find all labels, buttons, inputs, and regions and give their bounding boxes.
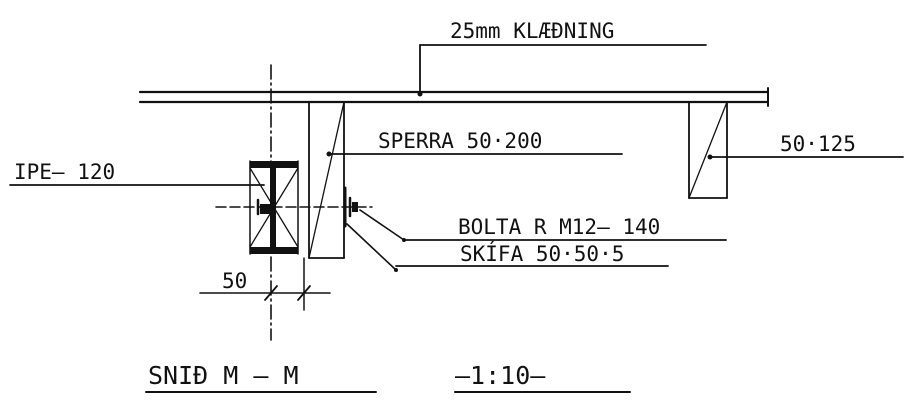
cladding-callout: 25mm KLÆÐNING — [417, 19, 707, 97]
small-member-callout: 50·125 — [707, 132, 904, 160]
ipe-callout: IPE– 120 — [9, 160, 265, 186]
dimension-label: 50 — [222, 269, 247, 293]
ipe-label: IPE– 120 — [14, 160, 115, 184]
cladding-board — [138, 87, 770, 107]
rafter-callout: SPERRA 50·200 — [326, 129, 623, 157]
bolt-label: BOLTA R M12– 140 — [458, 215, 660, 239]
bolt — [215, 196, 373, 218]
small-member-label: 50·125 — [780, 132, 856, 156]
rafter-section — [308, 101, 345, 259]
cladding-label: 25mm KLÆÐNING — [450, 19, 614, 43]
washer-callout: SKÍFA 50·50·5 — [346, 223, 669, 272]
rafter-label: SPERRA 50·200 — [378, 129, 542, 153]
section-title-block: SNIÐ M – M —1:10— — [145, 361, 631, 393]
dimension-50: 50 — [199, 257, 331, 311]
bolt-callout: BOLTA R M12– 140 — [359, 209, 727, 242]
section-title: SNIÐ M – M — [148, 361, 299, 390]
small-member-section — [688, 101, 728, 199]
washer-label: SKÍFA 50·50·5 — [460, 241, 624, 266]
scale-label: —1:10— — [455, 361, 546, 390]
